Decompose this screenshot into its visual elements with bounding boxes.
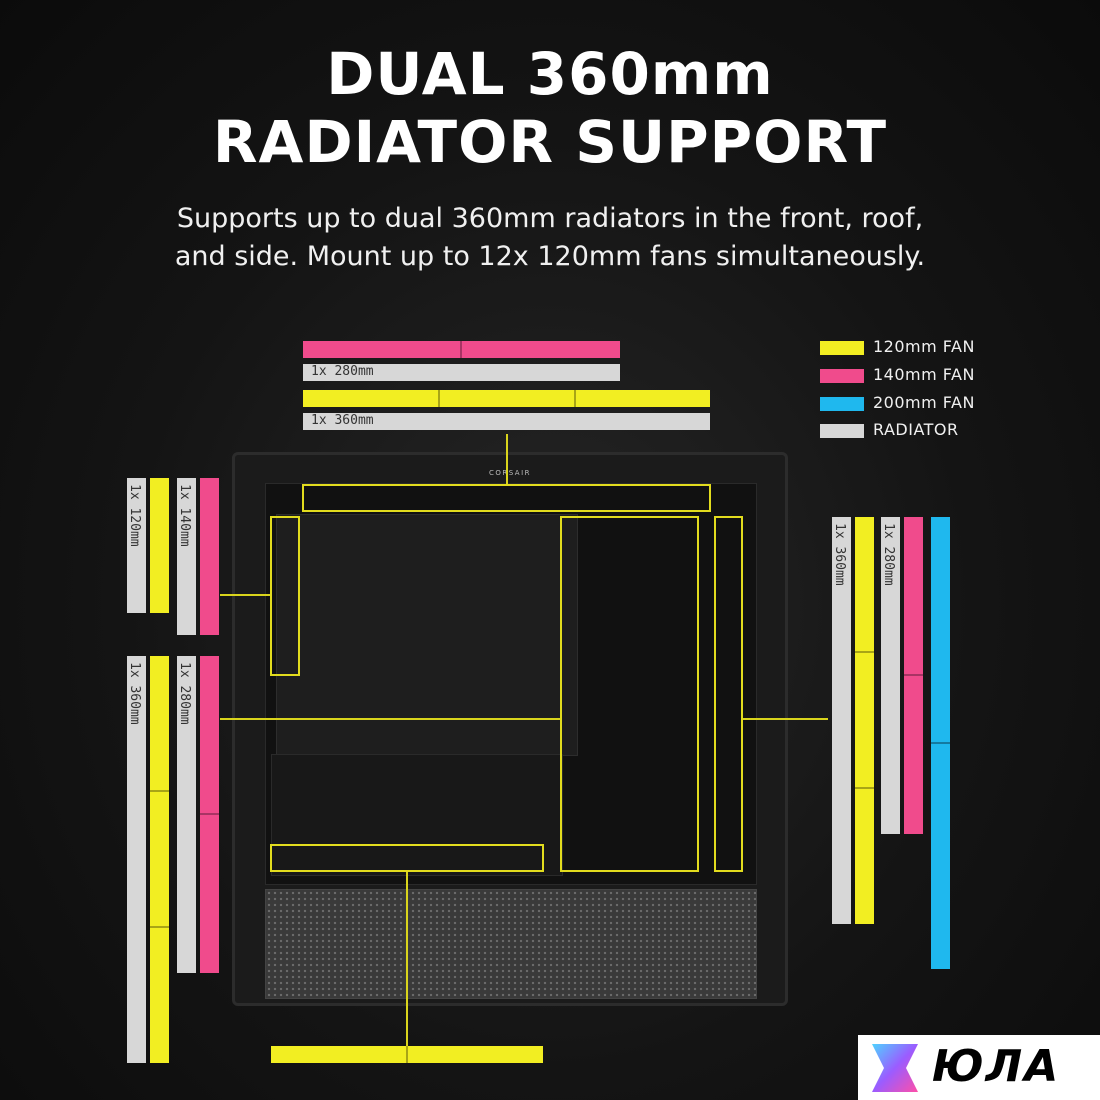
- case-brand-logo: CORSAIR: [488, 469, 532, 477]
- left-140-radiator-bar: 1x 140mm: [177, 478, 196, 635]
- front-mesh-panel: [265, 889, 757, 999]
- subtitle-line-2: and side. Mount up to 12x 120mm fans sim…: [174, 241, 926, 272]
- top-140-fan-bar: [303, 341, 620, 358]
- legend-swatch-200-fan: [820, 397, 864, 411]
- right-360-fan-bar: [855, 517, 874, 924]
- left-280-radiator-label: 1x 280mm: [177, 662, 192, 725]
- left-120-fan-bar: [150, 478, 169, 613]
- top-280-radiator-label: 1x 280mm: [311, 364, 374, 379]
- watermark-text: ЮЛА: [932, 1041, 1061, 1092]
- legend-label-140-fan: 140mm FAN: [873, 365, 975, 384]
- right-200-fan-bar: [931, 517, 950, 969]
- front-leader-line: [743, 718, 828, 720]
- subtitle-line-1: Supports up to dual 360mm radiators in t…: [176, 203, 924, 234]
- left-280-radiator-bar: 1x 280mm: [177, 656, 196, 973]
- left-140-radiator-label: 1x 140mm: [177, 484, 192, 547]
- watermark: ЮЛА: [858, 1035, 1100, 1100]
- bottom-leader-line: [406, 872, 408, 1046]
- left-280-fan-bar: [200, 656, 219, 973]
- right-280-radiator-bar: 1x 280mm: [881, 517, 900, 834]
- motherboard-tray: [276, 514, 578, 756]
- front-mount-highlight: [714, 516, 743, 872]
- top-360-radiator-bar: 1x 360mm: [303, 413, 710, 430]
- headline-line-1: DUAL 360mm: [326, 40, 774, 108]
- right-280-radiator-label: 1x 280mm: [881, 523, 896, 586]
- rear-mount-highlight: [270, 516, 300, 676]
- subtitle: Supports up to dual 360mm radiators in t…: [120, 200, 980, 276]
- right-280-fan-bar: [904, 517, 923, 834]
- top-mount-highlight: [302, 484, 711, 512]
- top-leader-line: [506, 434, 508, 484]
- headline-line-2: RADIATOR SUPPORT: [212, 108, 888, 176]
- legend-swatch-140-fan: [820, 369, 864, 383]
- top-120-fan-bar: [303, 390, 710, 407]
- headline: DUAL 360mm RADIATOR SUPPORT: [0, 40, 1100, 176]
- legend-swatch-120-fan: [820, 341, 864, 355]
- bottom-fan-bar: [271, 1046, 543, 1063]
- left-120-radiator-label: 1x 120mm: [127, 484, 142, 547]
- star-logo-icon: [872, 1044, 918, 1092]
- right-360-radiator-label: 1x 360mm: [832, 523, 847, 586]
- legend-label-radiator: RADIATOR: [873, 420, 959, 439]
- side-mount-highlight: [560, 516, 699, 872]
- right-360-radiator-bar: 1x 360mm: [832, 517, 851, 924]
- top-280-radiator-bar: 1x 280mm: [303, 364, 620, 381]
- left-360-radiator-label: 1x 360mm: [127, 662, 142, 725]
- left-120-radiator-bar: 1x 120mm: [127, 478, 146, 613]
- psu-shroud: [271, 754, 563, 876]
- legend-label-120-fan: 120mm FAN: [873, 337, 975, 356]
- case-interior: [265, 483, 757, 885]
- legend-swatch-radiator: [820, 424, 864, 438]
- legend-label-200-fan: 200mm FAN: [873, 393, 975, 412]
- top-360-radiator-label: 1x 360mm: [311, 413, 374, 428]
- left-360-fan-bar: [150, 656, 169, 1063]
- bottom-mount-highlight: [270, 844, 544, 872]
- side-leader-line: [220, 718, 560, 720]
- rear-leader-line: [220, 594, 270, 596]
- left-140-fan-bar: [200, 478, 219, 635]
- pc-case: CORSAIR: [232, 452, 788, 1006]
- left-360-radiator-bar: 1x 360mm: [127, 656, 146, 1063]
